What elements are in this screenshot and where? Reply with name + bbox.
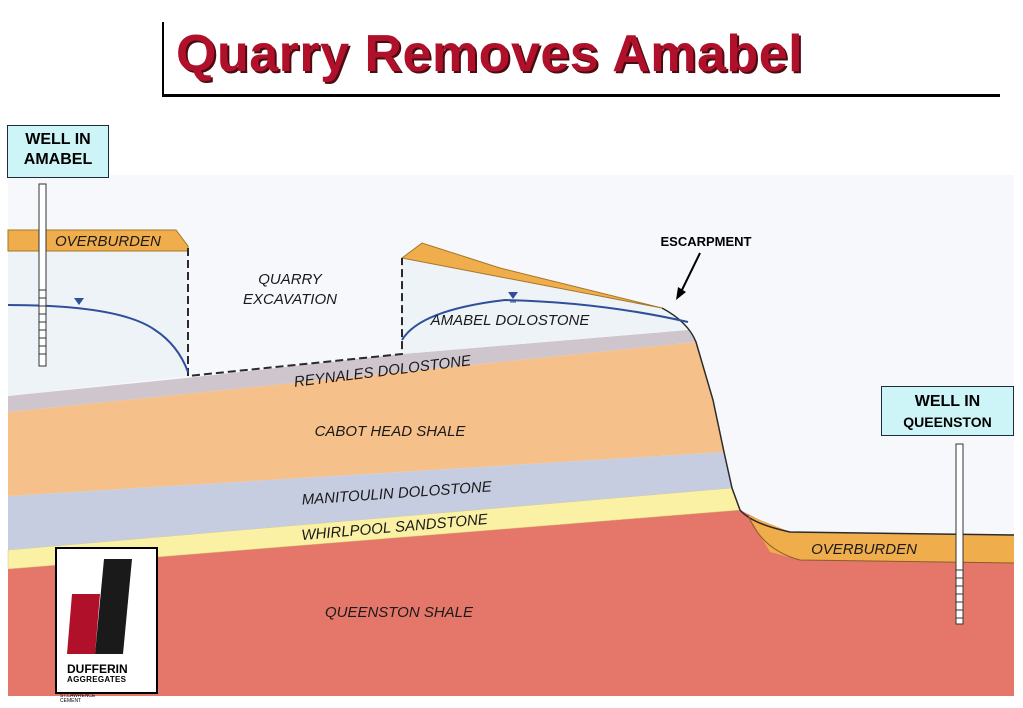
label-escarpment: ESCARPMENT bbox=[660, 234, 751, 249]
queenston-shale-layer bbox=[8, 510, 1014, 696]
amabel-dolostone-left-block bbox=[8, 251, 188, 396]
label-overburden-right: OVERBURDEN bbox=[811, 541, 917, 558]
overburden-right-base bbox=[747, 514, 1015, 564]
logo-parent-company: ST.LAWRENCE CEMENT bbox=[60, 694, 95, 704]
label-quarry-line2: EXCAVATION bbox=[243, 291, 337, 308]
logo-name: DUFFERIN bbox=[67, 662, 128, 676]
dufferin-aggregates-logo: DUFFERIN AGGREGATES bbox=[55, 547, 158, 694]
well-queenston bbox=[955, 443, 964, 625]
label-queenston-shale: QUEENSTON SHALE bbox=[325, 604, 474, 621]
manitoulin-dolostone-layer bbox=[8, 452, 732, 550]
well-queenston-label-line2: QUEENSTON bbox=[903, 414, 992, 430]
label-amabel-dolostone: AMABEL DOLOSTONE bbox=[430, 312, 591, 329]
well-amabel bbox=[38, 183, 47, 367]
label-overburden-left: OVERBURDEN bbox=[55, 233, 161, 250]
well-queenston-label: WELL IN QUEENSTON bbox=[881, 386, 1014, 436]
amabel-dolostone-right-block bbox=[402, 258, 688, 354]
cabot-head-shale-layer bbox=[8, 342, 724, 496]
logo-mark bbox=[67, 559, 132, 654]
title-rule-horizontal bbox=[162, 94, 1000, 97]
well-amabel-label: WELL IN AMABEL bbox=[7, 125, 109, 178]
logo-subtitle: AGGREGATES bbox=[67, 675, 127, 684]
well-amabel-label-line1: WELL IN bbox=[25, 131, 91, 148]
label-quarry-line1: QUARRY bbox=[258, 271, 323, 288]
overburden-escarpment-layer bbox=[400, 242, 663, 309]
well-amabel-label-line2: AMABEL bbox=[23, 151, 93, 168]
overburden-right-layer bbox=[748, 515, 1014, 563]
water-table-marker-right bbox=[508, 292, 518, 303]
quarry-excavation-outline bbox=[187, 248, 403, 378]
label-cabot-head-shale: CABOT HEAD SHALE bbox=[315, 423, 467, 440]
escarpment-arrow bbox=[676, 252, 701, 300]
slide-title: Quarry Removes Amabel bbox=[176, 25, 804, 83]
water-table-right bbox=[401, 298, 689, 341]
water-table-marker-left bbox=[74, 298, 84, 309]
title-rule-vertical bbox=[162, 22, 164, 96]
well-queenston-label-line1: WELL IN bbox=[914, 393, 981, 410]
water-table-left bbox=[7, 304, 189, 373]
logo-parent-line1: ST.LAWRENCE bbox=[60, 693, 96, 699]
logo-parent-line2: CEMENT bbox=[60, 698, 82, 704]
reynales-dolostone-layer bbox=[8, 330, 696, 412]
